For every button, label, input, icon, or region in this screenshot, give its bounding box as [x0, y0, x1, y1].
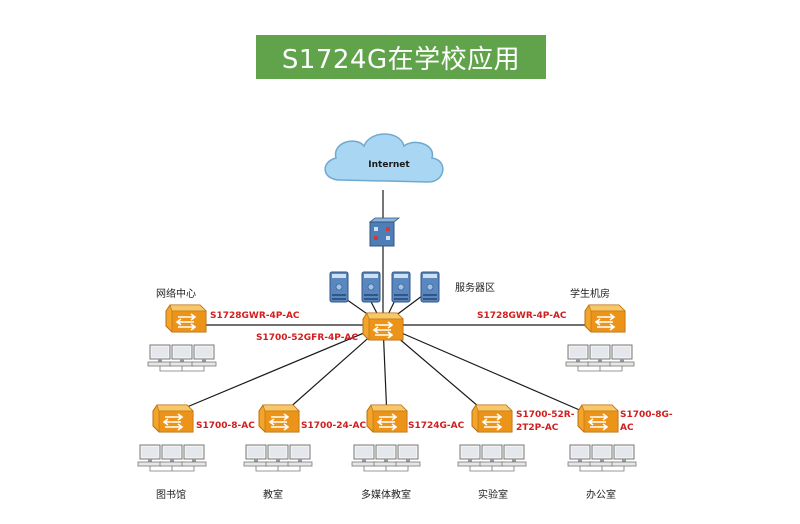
office-pcs-icon [568, 445, 636, 471]
laboratory-switch-model-line1: S1700-52R- [516, 410, 575, 420]
network-center-pcs-icon [148, 345, 216, 371]
server-icon [391, 271, 411, 303]
student-room-switch-icon [584, 304, 626, 333]
firewall-icon [368, 217, 401, 247]
laboratory-label: 实验室 [478, 488, 508, 501]
library-pcs-icon [138, 445, 206, 471]
library-switch-model: S1700-8-AC [196, 421, 255, 431]
classroom-pcs-icon [244, 445, 312, 471]
multimedia-switch-icon [366, 404, 408, 433]
server-area-label: 服务器区 [455, 281, 495, 294]
library-switch-icon [152, 404, 194, 433]
classroom-label: 教室 [263, 488, 283, 501]
core-switch-model: S1700-52GFR-4P-AC [256, 333, 358, 343]
student-room-label: 学生机房 [570, 287, 610, 300]
office-switch-model-line1: S1700-8G- [620, 410, 673, 420]
office-label: 办公室 [586, 488, 616, 501]
server-group [329, 271, 440, 303]
core-switch-icon [362, 312, 404, 341]
server-icon [420, 271, 440, 303]
network-center-switch-model: S1728GWR-4P-AC [210, 311, 300, 321]
office-switch-model-line2: AC [620, 423, 634, 433]
laboratory-switch-icon [471, 404, 513, 433]
classroom-switch-model: S1700-24-AC [301, 421, 366, 431]
library-label: 图书馆 [156, 488, 186, 501]
page-title: S1724G在学校应用 [256, 35, 546, 79]
multimedia-pcs-icon [352, 445, 420, 471]
laboratory-pcs-icon [458, 445, 526, 471]
internet-label: Internet [368, 160, 410, 170]
student-room-switch-model: S1728GWR-4P-AC [477, 311, 567, 321]
laboratory-switch-model-line2: 2T2P-AC [516, 423, 559, 433]
office-switch-icon [577, 404, 619, 433]
student-room-pcs-icon [566, 345, 634, 371]
internet-cloud-icon: Internet [324, 133, 444, 183]
classroom-switch-icon [258, 404, 300, 433]
multimedia-switch-model: S1724G-AC [408, 421, 465, 431]
network-center-label: 网络中心 [156, 287, 196, 300]
network-center-switch-icon [165, 304, 207, 333]
server-icon [329, 271, 349, 303]
multimedia-classroom-label: 多媒体教室 [361, 488, 411, 501]
server-icon [361, 271, 381, 303]
